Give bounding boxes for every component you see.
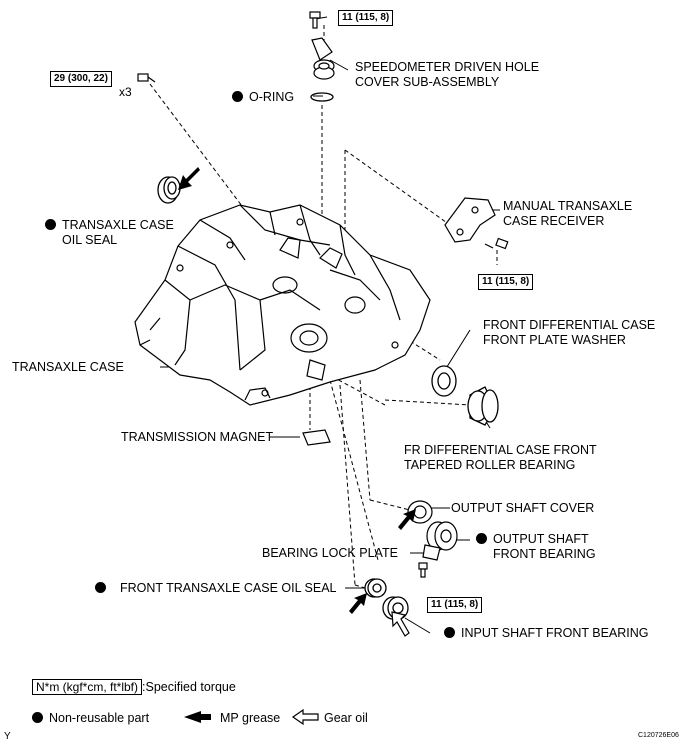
illustration-code: C120726E06: [638, 732, 679, 739]
gear-oil-arrow-icon: [391, 611, 410, 637]
speedometer-bolt: [309, 11, 321, 29]
torque-box-top: 11 (115, 8): [338, 10, 394, 26]
mp-grease-arrow-icon: [398, 509, 416, 530]
bearing-lock-plate: [422, 544, 441, 561]
torque-box-left-bolt: 29 (300, 22): [50, 71, 112, 87]
non-reusable-dot-icon: [45, 219, 56, 230]
corner-mark: Y: [4, 731, 11, 742]
non-reusable-dot-icon: [32, 712, 43, 723]
mp-grease-arrow-icon: [349, 593, 367, 614]
legend-non-reusable: Non-reusable part: [32, 710, 149, 726]
legend-gear-oil: Gear oil: [324, 711, 368, 725]
legend-mp-grease: MP grease: [220, 711, 281, 725]
transmission-magnet: [302, 429, 331, 446]
label-front-oil-seal: FRONT TRANSAXLE CASE OIL SEAL: [95, 581, 337, 596]
label-transmission-magnet: TRANSMISSION MAGNET: [121, 430, 274, 444]
legend-gear-oil-icon: [291, 708, 319, 726]
tapered-roller-bearing: [467, 386, 499, 426]
receiver-bolt: [484, 237, 509, 250]
transaxle-oil-seal: [157, 176, 181, 204]
bolt-quantity: x3: [119, 85, 132, 99]
mp-grease-arrow-icon: [178, 167, 200, 190]
front-oil-seal: [364, 578, 387, 598]
o-ring: [310, 92, 334, 102]
non-reusable-dot-icon: [476, 533, 487, 544]
bearing-lock-bolt: [418, 562, 428, 578]
label-output-shaft-cover: OUTPUT SHAFT COVER: [451, 501, 595, 515]
legend-torque-text: :Specified torque: [142, 680, 236, 694]
label-input-shaft-bearing: INPUT SHAFT FRONT BEARING: [444, 626, 649, 641]
front-plate-washer: [431, 365, 457, 397]
speedometer-cover: [311, 37, 335, 80]
torque-box-receiver: 11 (115, 8): [478, 274, 534, 290]
legend-torque-unit: N*m (kgf*cm, ft*lbf): [32, 679, 143, 695]
non-reusable-dot-icon: [232, 91, 243, 102]
label-bearing-lock-plate: BEARING LOCK PLATE: [262, 546, 398, 560]
transaxle-case: [134, 204, 431, 406]
output-shaft-bearing: [426, 521, 458, 551]
label-o-ring: O-RING: [232, 90, 294, 105]
non-reusable-dot-icon: [444, 627, 455, 638]
non-reusable-dot-icon: [95, 582, 106, 593]
torque-box-bearing-lock: 11 (115, 8): [427, 597, 483, 613]
manual-case-receiver: [444, 197, 496, 243]
label-transaxle-case: TRANSAXLE CASE: [12, 360, 124, 374]
legend-torque: N*m (kgf*cm, ft*lbf):Specified torque: [32, 679, 236, 695]
left-bolt: [137, 73, 156, 83]
legend-mp-grease-icon: [184, 711, 211, 723]
